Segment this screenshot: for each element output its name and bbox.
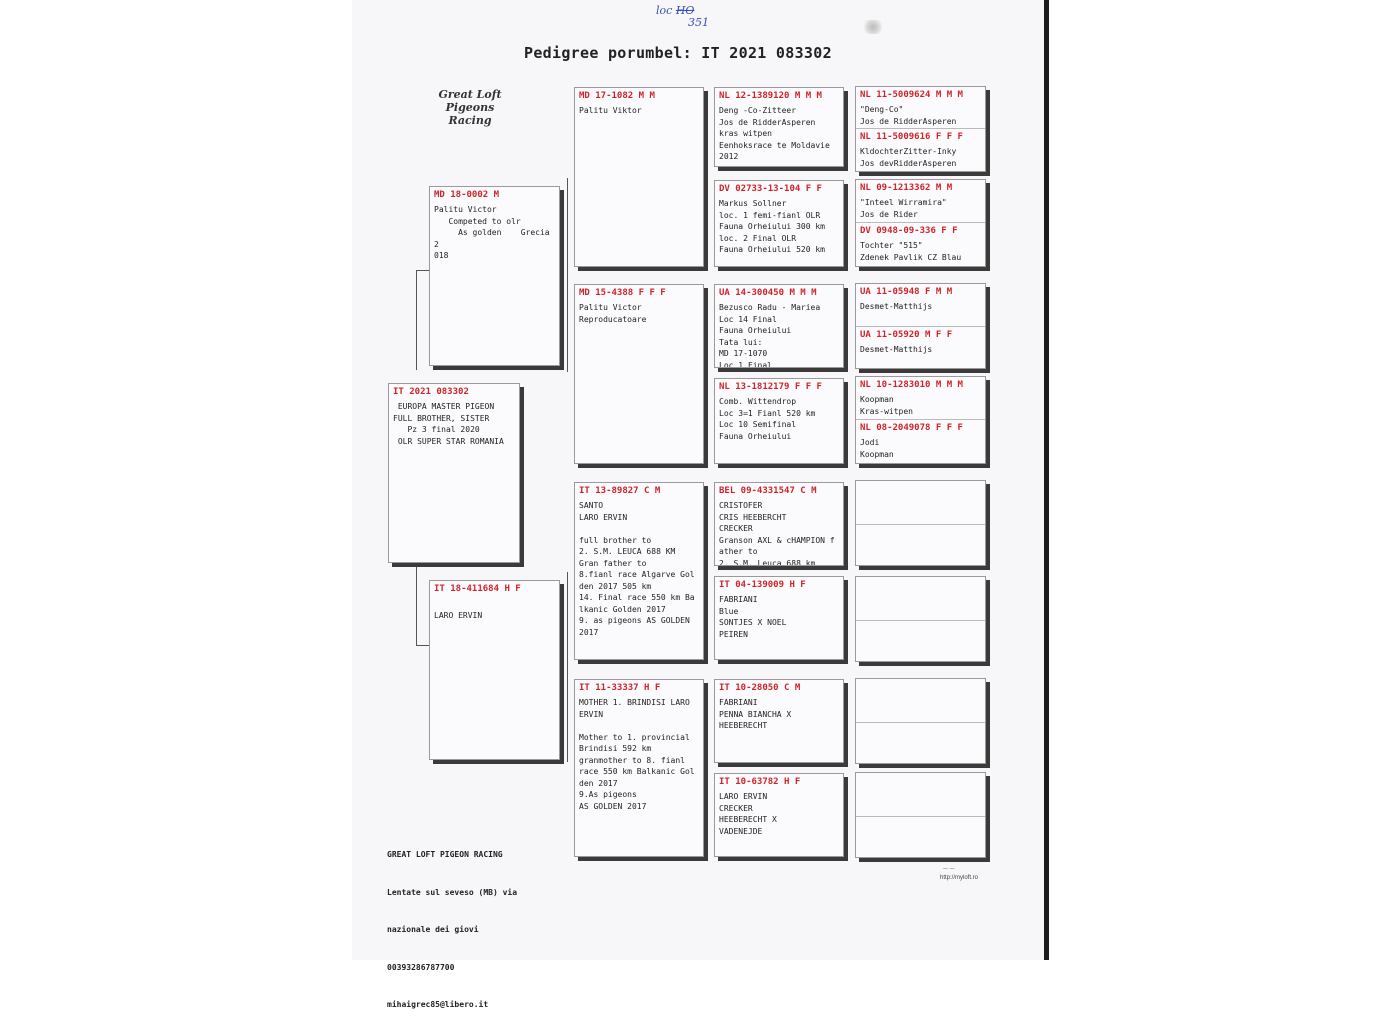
pedigree-card-gen4-2: DV 02733-13-104 F F Markus Sollner loc. … (714, 180, 844, 267)
loft-contact-info: GREAT LOFT PIGEON RACING Lentate sul sev… (387, 850, 518, 1009)
pedigree-card-sire: MD 18-0002 M Palitu Victor Competed to o… (429, 186, 560, 366)
scan-edge (1044, 0, 1049, 960)
connector-subject-dam-tick (416, 645, 429, 646)
pedigree-card-dam-sire: IT 13-89827 C M SANTO LARO ERVIN full br… (574, 482, 704, 660)
connector-subject-sire (416, 270, 417, 370)
pedigree-card-gen5-8: NL 08-2049078 F F F Jodi Koopman (860, 423, 963, 459)
pedigree-card-sire-sire: MD 17-1082 M M Palitu Viktor (574, 87, 704, 267)
pedigree-pair-gen5-1: NL 11-5009624 M M M "Deng-Co" Jos de Rid… (855, 86, 986, 172)
website-link[interactable]: http://myloft.ro (940, 875, 979, 881)
pedigree-card-gen5-1: NL 11-5009624 M M M "Deng-Co" Jos de Rid… (856, 87, 985, 129)
pedigree-card-gen5-3: NL 09-1213362 M M "Inteel Wirramira" Jos… (856, 180, 985, 223)
connector-dam-parents (567, 572, 568, 762)
pedigree-card-gen4-8: IT 10-63782 H F LARO ERVIN CRECKER HEEBE… (714, 773, 844, 857)
pedigree-card-gen5-5: UA 11-05948 F M M Desmet-Matthijs (856, 284, 985, 327)
pedigree-card-gen5-7: NL 10-1283010 M M M Koopman Kras-witpen (856, 377, 985, 420)
signature-scribble: ~~ (942, 864, 956, 873)
pedigree-card-subject: IT 2021 083302 EUROPA MASTER PIGEON FULL… (388, 383, 520, 563)
scan-smudge (862, 20, 884, 34)
pedigree-card-gen4-4: NL 13-1812179 F F F Comb. Wittendrop Loc… (714, 378, 844, 464)
pedigree-card-gen5-4: DV 0948-09-336 F F Tochter "515" Zdenek … (860, 226, 962, 262)
pedigree-card-gen4-7: IT 10-28050 C M FABRIANI PENNA BIANCHA X… (714, 679, 844, 763)
connector-subject-dam (416, 565, 417, 645)
pedigree-card-gen4-3: UA 14-300450 M M M Bezusco Radu - Mariea… (714, 284, 844, 368)
pedigree-pair-gen5-2: NL 09-1213362 M M "Inteel Wirramira" Jos… (855, 179, 986, 267)
pedigree-empty-pair-4 (855, 772, 986, 858)
connector-sire-parents (567, 178, 568, 372)
connector-subject-sire-tick (416, 270, 429, 271)
pedigree-card-gen5-6: UA 11-05920 M F F Desmet-Matthijs (860, 330, 953, 354)
pedigree-card-sire-dam: MD 15-4388 F F F Palitu Victor Reproduca… (574, 284, 704, 464)
loft-logo: Great Loft Pigeons Racing (438, 88, 502, 127)
pedigree-card-dam: IT 18-411684 H F LARO ERVIN (429, 580, 560, 760)
pedigree-card-gen4-5: BEL 09-4331547 C M CRISTOFER CRIS HEEBER… (714, 482, 844, 566)
pedigree-pair-gen5-3: UA 11-05948 F M M Desmet-Matthijs UA 11-… (855, 283, 986, 369)
handwritten-note-line1: loc HO (656, 4, 695, 17)
page-title: Pedigree porumbel: IT 2021 083302 (524, 44, 832, 62)
pedigree-pair-gen5-4: NL 10-1283010 M M M Koopman Kras-witpen … (855, 376, 986, 464)
pedigree-card-gen4-6: IT 04-139009 H F FABRIANI Blue SONTJES X… (714, 576, 844, 660)
pedigree-empty-pair-1 (855, 480, 986, 566)
handwritten-note-line2: 351 (688, 16, 709, 29)
pedigree-card-gen5-2: NL 11-5009616 F F F KldochterZitter-Inky… (860, 132, 963, 168)
pedigree-empty-pair-2 (855, 576, 986, 662)
pedigree-card-dam-dam: IT 11-33337 H F MOTHER 1. BRINDISI LARO … (574, 679, 704, 857)
pedigree-card-gen4-1: NL 12-1389120 M M M Deng -Co-Zitteer Jos… (714, 87, 844, 167)
pedigree-empty-pair-3 (855, 678, 986, 764)
